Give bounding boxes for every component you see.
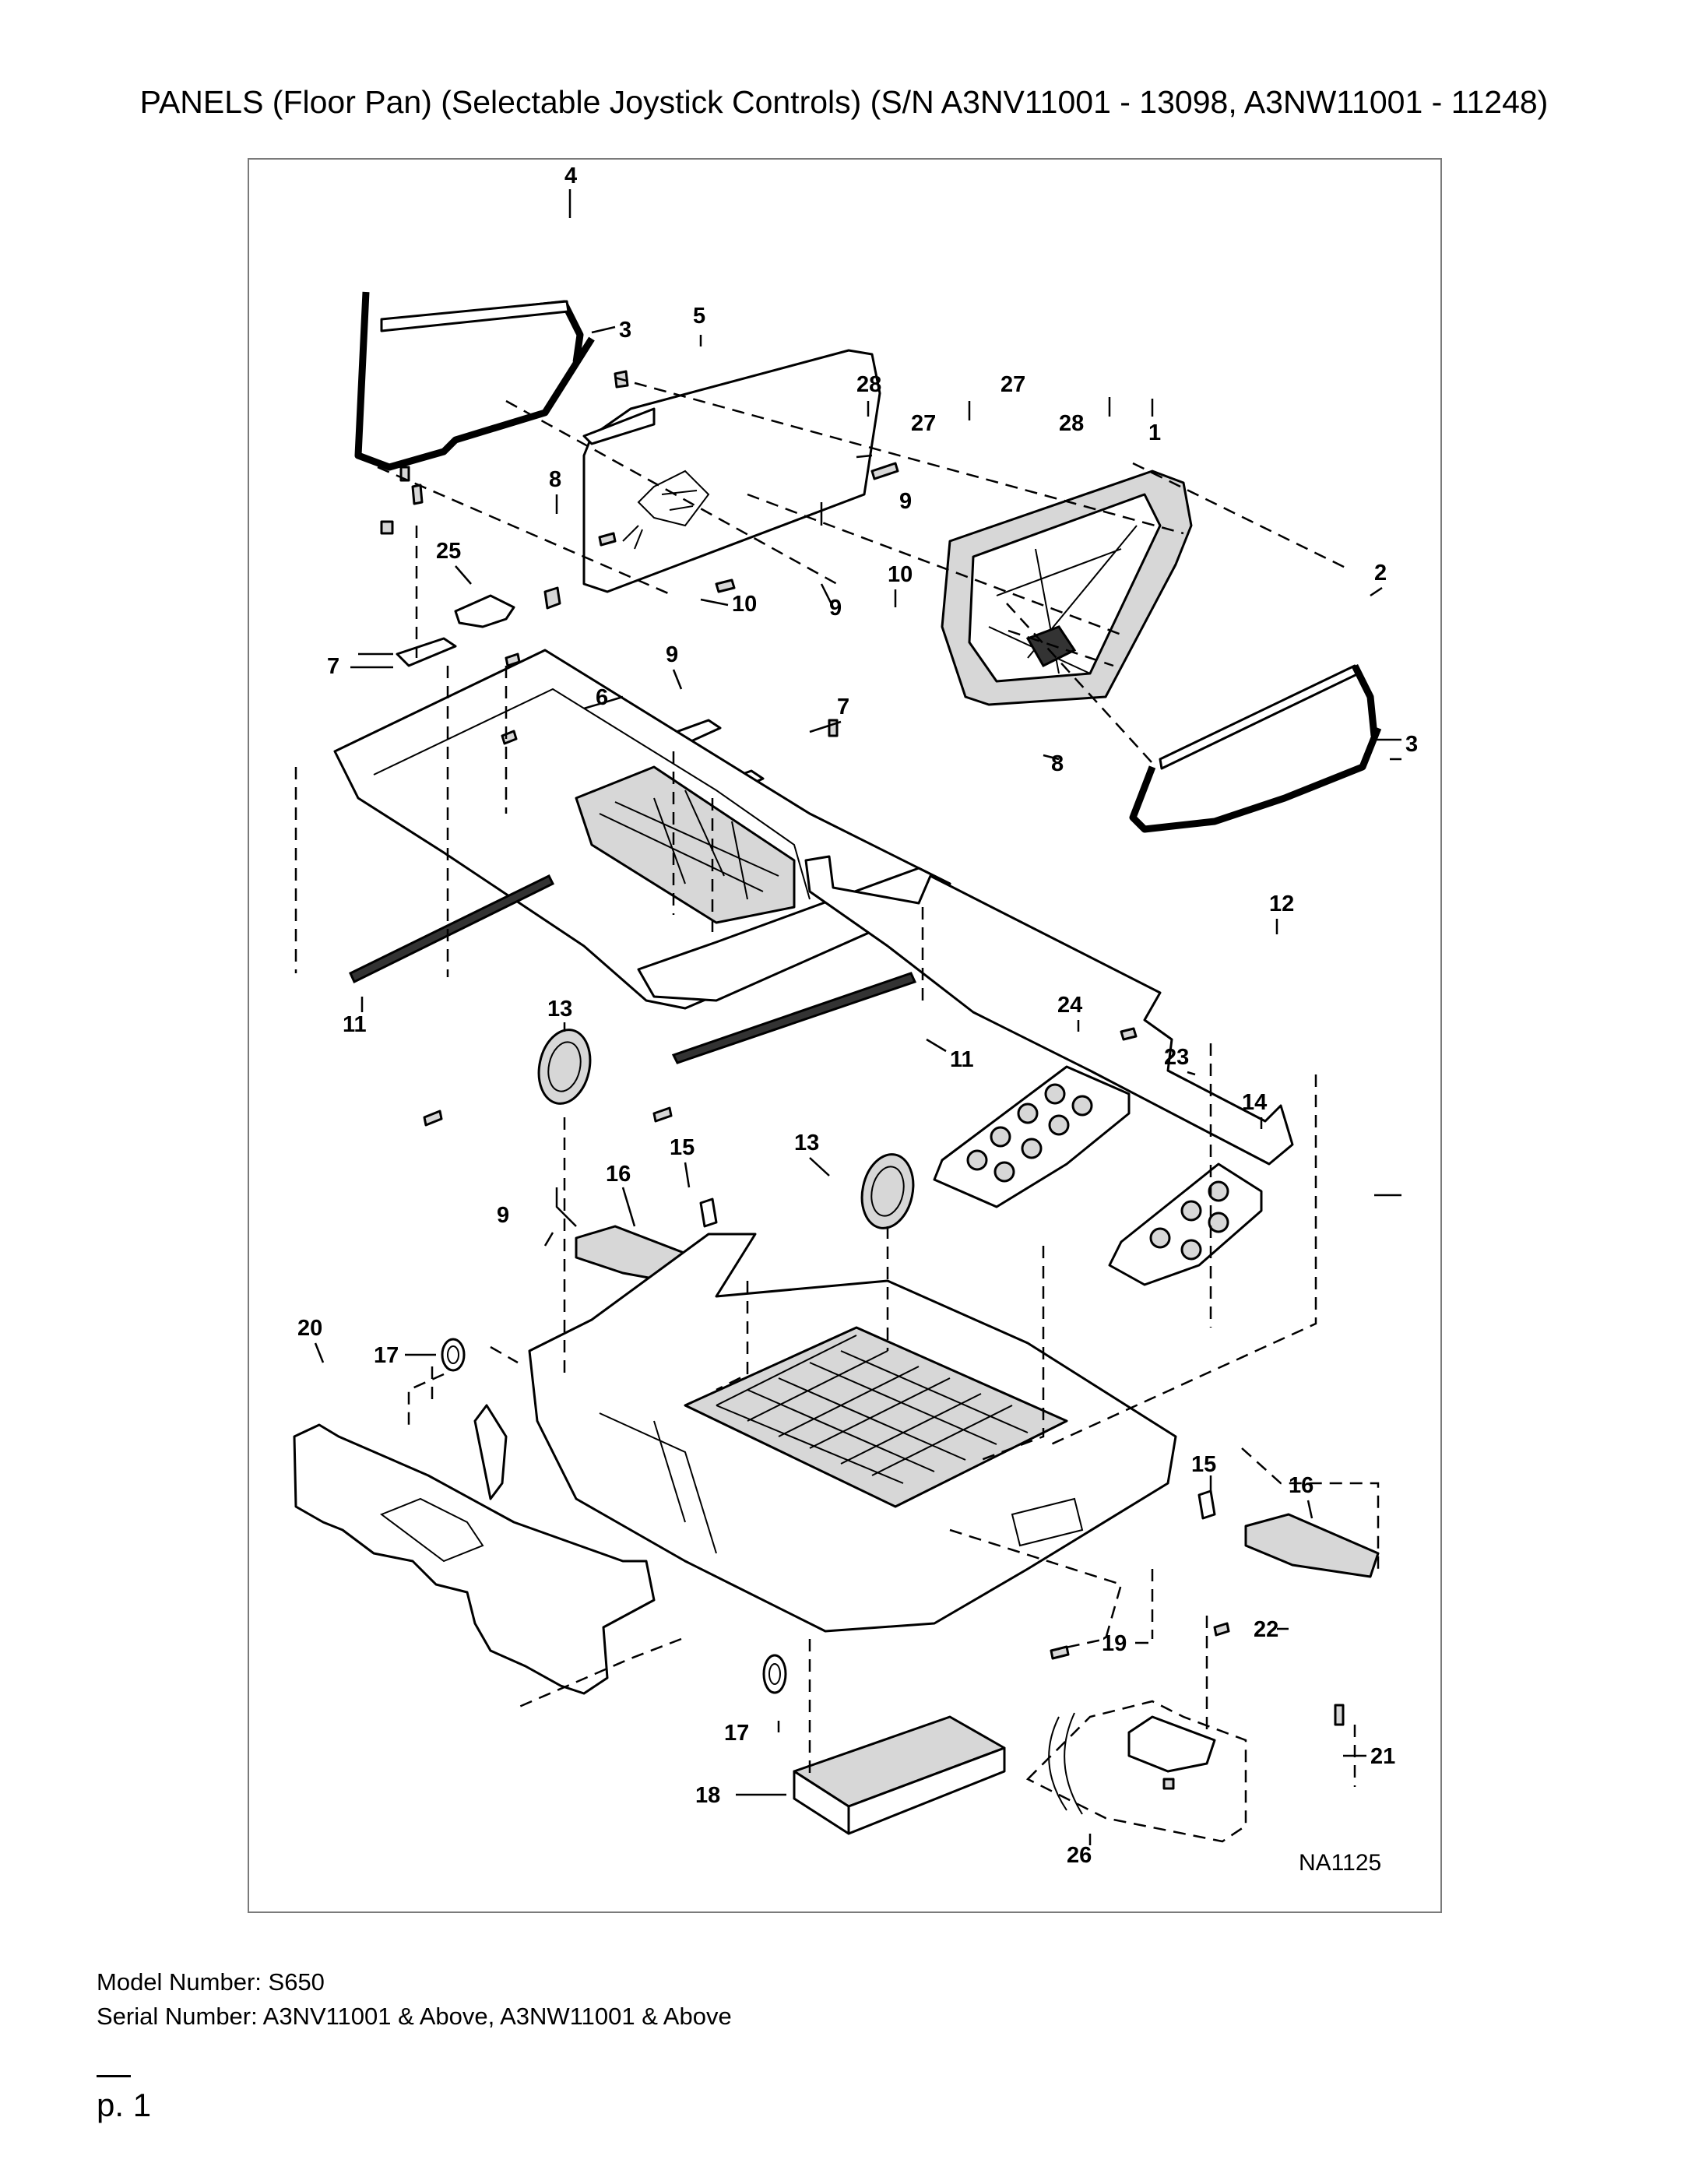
model-number: Model Number: S650 xyxy=(97,1968,325,1996)
figure-id: NA1125 xyxy=(1299,1850,1381,1876)
part-17-grommet-lower xyxy=(762,1654,787,1694)
callout-25: 25 xyxy=(436,539,461,564)
part-26-wheel-shield xyxy=(1025,1700,1247,1843)
callout-11-left: 11 xyxy=(343,1012,367,1037)
part-7-plate-left xyxy=(396,637,457,667)
callout-21: 21 xyxy=(1370,1744,1395,1769)
callout-23: 23 xyxy=(1164,1045,1189,1070)
assembly-lines xyxy=(294,376,1380,1787)
callout-3-right: 3 xyxy=(1405,732,1418,757)
part-6-floor-console xyxy=(333,649,951,1010)
part-16-cover-lower xyxy=(1244,1513,1380,1578)
callout-9-mid: 9 xyxy=(829,596,842,621)
callout-10-left: 10 xyxy=(732,592,757,617)
part-15-clip-upper xyxy=(699,1198,718,1228)
callout-24: 24 xyxy=(1057,993,1082,1018)
callout-11-right: 11 xyxy=(950,1047,974,1072)
part-17-grommet-left xyxy=(441,1338,466,1372)
callout-27-upper: 27 xyxy=(911,411,936,436)
callout-10-right: 10 xyxy=(888,562,913,587)
part-3-seal-upper-left xyxy=(354,291,595,471)
callout-16-lower: 16 xyxy=(1289,1473,1313,1498)
callout-15-upper: 15 xyxy=(670,1135,695,1160)
part-24-pedal-plate xyxy=(933,1065,1131,1208)
callout-18: 18 xyxy=(695,1783,720,1808)
part-20-side-panel xyxy=(293,1423,656,1695)
callout-13-left: 13 xyxy=(547,997,572,1022)
part-18-foam-pad xyxy=(793,1715,1006,1835)
exploded-parts-diagram: 4 3 5 28 27 27 28 1 8 9 25 2 10 9 10 7 9… xyxy=(248,158,1442,1913)
callout-8-upper: 8 xyxy=(549,467,561,492)
callout-17-left: 17 xyxy=(374,1343,399,1368)
callout-9-lower: 9 xyxy=(497,1203,509,1228)
part-11-strip-left xyxy=(349,874,555,984)
page-title: PANELS (Floor Pan) (Selectable Joystick … xyxy=(139,84,1549,120)
callout-20: 20 xyxy=(297,1316,322,1341)
callout-2: 2 xyxy=(1374,561,1387,586)
callout-9-console: 9 xyxy=(666,642,678,667)
callout-5: 5 xyxy=(693,304,705,329)
part-15-clip-lower xyxy=(1197,1489,1216,1520)
callout-6: 6 xyxy=(596,685,608,710)
callout-12: 12 xyxy=(1269,892,1294,916)
part-5-rear-panel xyxy=(582,349,881,593)
callout-15-lower: 15 xyxy=(1191,1452,1216,1477)
callout-7-left: 7 xyxy=(327,654,339,679)
page-number-rule xyxy=(97,2075,131,2077)
part-13-grommet-right xyxy=(860,1153,915,1229)
diagram-canvas: 4 3 5 28 27 27 28 1 8 9 25 2 10 9 10 7 9… xyxy=(293,164,1418,1876)
callout-19: 19 xyxy=(1102,1631,1127,1656)
part-14-pedal-plate xyxy=(1108,1162,1263,1286)
callout-4: 4 xyxy=(564,164,577,188)
main-floor-pan xyxy=(473,1233,1177,1633)
page-number: p. 1 xyxy=(97,2087,152,2123)
callout-13-right: 13 xyxy=(794,1131,819,1155)
part-25-bracket xyxy=(454,594,515,628)
callout-9-upper-right: 9 xyxy=(899,489,912,514)
callout-26: 26 xyxy=(1067,1843,1092,1868)
callout-17-lower: 17 xyxy=(724,1721,749,1746)
part-3-seal-right xyxy=(1129,726,1382,833)
callout-8-right: 8 xyxy=(1051,751,1064,776)
callout-7-right: 7 xyxy=(837,695,849,719)
callout-16-upper: 16 xyxy=(606,1162,631,1187)
serial-number: Serial Number: A3NV11001 & Above, A3NW11… xyxy=(97,2003,732,2030)
part-11-strip-right xyxy=(671,972,917,1064)
callout-1: 1 xyxy=(1148,420,1161,445)
callout-22: 22 xyxy=(1254,1617,1278,1642)
callout-3-upper: 3 xyxy=(619,318,631,343)
part-12-kick-panel xyxy=(804,855,1294,1166)
part-13-grommet-left xyxy=(537,1029,592,1105)
callout-14: 14 xyxy=(1242,1090,1267,1115)
part-2-seal-right xyxy=(1159,663,1378,770)
callout-28-upper: 28 xyxy=(856,372,881,397)
leader-lines xyxy=(358,189,1401,1227)
part-4-seal-upper xyxy=(380,300,584,363)
callout-27-right: 27 xyxy=(1000,372,1025,397)
callout-28-right: 28 xyxy=(1059,411,1084,436)
